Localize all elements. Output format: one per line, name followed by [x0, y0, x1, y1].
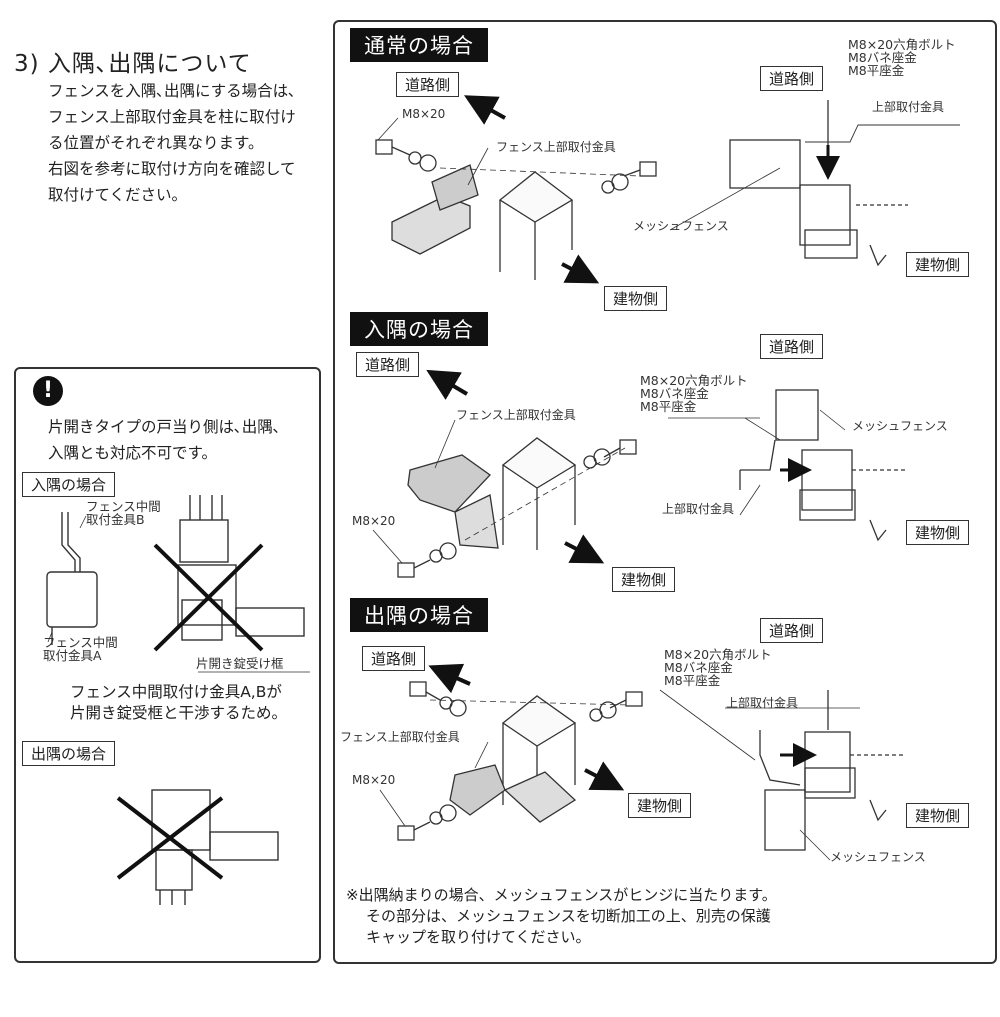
reason-line: 片開き錠受框と干渉するため。 — [70, 704, 288, 722]
warning-line: 入隅とも対応不可です。 — [48, 444, 217, 462]
bracket-label: フェンス上部取付金具 — [456, 408, 576, 422]
road-side-label-2: 道路側 — [760, 334, 824, 359]
mesh-fence-label: メッシュフェンス — [852, 419, 948, 433]
exclamation-icon: ! — [33, 376, 63, 406]
intro-line: フェンスを入隅､出隅にする場合は､ — [48, 82, 296, 100]
part-b-line2: 取付金具B — [86, 512, 145, 527]
intro-line: る位置がそれぞれ異なります。 — [48, 134, 264, 152]
hw-bolt: M8×20六角ボルト — [848, 37, 956, 52]
footnote: ※出隅納まりの場合、メッシュフェンスがヒンジに当たります。 その部分は、メッシュ… — [346, 885, 777, 948]
intro-line: 右図を参考に取付け方向を確認して — [48, 160, 296, 178]
hw-bolt: M8×20六角ボルト — [664, 647, 772, 662]
desumi-label: 出隅の場合 — [22, 741, 116, 766]
intro-text: フェンスを入隅､出隅にする場合は､ フェンス上部取付金具を柱に取付け る位置がそ… — [48, 78, 328, 208]
road-side-label: 道路側 — [356, 352, 420, 377]
lock-frame-label: 片開き錠受け框 — [196, 656, 284, 671]
warning-line: 片開きタイプの戸当り側は､出隅､ — [48, 418, 281, 436]
mesh-fence-label: メッシュフェンス — [633, 219, 729, 233]
bracket-label: フェンス上部取付金具 — [340, 730, 460, 744]
building-side-label: 建物側 — [628, 793, 692, 818]
warning-text: 片開きタイプの戸当り側は､出隅､ 入隅とも対応不可です。 — [48, 414, 281, 466]
intro-line: 取付けてください。 — [48, 186, 188, 204]
bolt-label: M8×20 — [352, 773, 396, 787]
hardware-list: M8×20六角ボルト M8バネ座金 M8平座金 — [664, 648, 772, 687]
road-side-label-2: 道路側 — [760, 618, 824, 643]
road-side-label-2: 道路側 — [760, 66, 824, 91]
warning-box — [14, 367, 321, 963]
part-a-label: フェンス中間 取付金具A — [43, 636, 118, 662]
hw-flat-washer: M8平座金 — [848, 63, 905, 78]
part-b-label: フェンス中間 取付金具B — [86, 500, 161, 526]
hw-spring-washer: M8バネ座金 — [640, 386, 709, 401]
section-title-outer: 出隅の場合 — [350, 598, 488, 632]
bracket-label: フェンス上部取付金具 — [496, 140, 616, 154]
diagram-panel — [333, 20, 997, 964]
hw-bolt: M8×20六角ボルト — [640, 373, 748, 388]
irisumi-label: 入隅の場合 — [22, 472, 116, 497]
top-bracket-label: 上部取付金具 — [872, 100, 945, 114]
building-side-label: 建物側 — [604, 286, 668, 311]
hw-spring-washer: M8バネ座金 — [664, 660, 733, 675]
road-side-label: 道路側 — [396, 72, 460, 97]
building-side-label-2: 建物側 — [906, 520, 970, 545]
footnote-line: キャップを取り付けてください。 — [366, 928, 591, 946]
intro-line: フェンス上部取付金具を柱に取付け — [48, 108, 296, 126]
section-heading: 3) 入隅､出隅について — [14, 51, 252, 77]
reason-text: フェンス中間取付け金具A,Bが 片開き錠受框と干渉するため。 — [70, 682, 287, 724]
part-a-line1: フェンス中間 — [43, 635, 118, 650]
section-title-inner: 入隅の場合 — [350, 312, 488, 346]
hardware-list: M8×20六角ボルト M8バネ座金 M8平座金 — [848, 38, 956, 77]
bolt-label: M8×20 — [402, 107, 446, 121]
mesh-fence-label: メッシュフェンス — [830, 850, 926, 864]
hw-flat-washer: M8平座金 — [664, 673, 721, 688]
hw-flat-washer: M8平座金 — [640, 399, 697, 414]
hardware-list: M8×20六角ボルト M8バネ座金 M8平座金 — [640, 374, 748, 413]
reason-line: フェンス中間取付け金具A,Bが — [70, 683, 282, 701]
footnote-line: その部分は、メッシュフェンスを切断加工の上、別売の保護 — [366, 907, 771, 925]
building-side-label-2: 建物側 — [906, 803, 970, 828]
section-title-normal: 通常の場合 — [350, 28, 488, 62]
hw-spring-washer: M8バネ座金 — [848, 50, 917, 65]
building-side-label: 建物側 — [612, 567, 676, 592]
top-bracket-label: 上部取付金具 — [726, 696, 799, 710]
top-bracket-label: 上部取付金具 — [662, 502, 735, 516]
part-a-line2: 取付金具A — [43, 648, 102, 663]
road-side-label: 道路側 — [362, 646, 426, 671]
building-side-label-2: 建物側 — [906, 252, 970, 277]
footnote-line: ※出隅納まりの場合、メッシュフェンスがヒンジに当たります。 — [346, 886, 777, 904]
bolt-label: M8×20 — [352, 514, 396, 528]
part-b-line1: フェンス中間 — [86, 499, 161, 514]
